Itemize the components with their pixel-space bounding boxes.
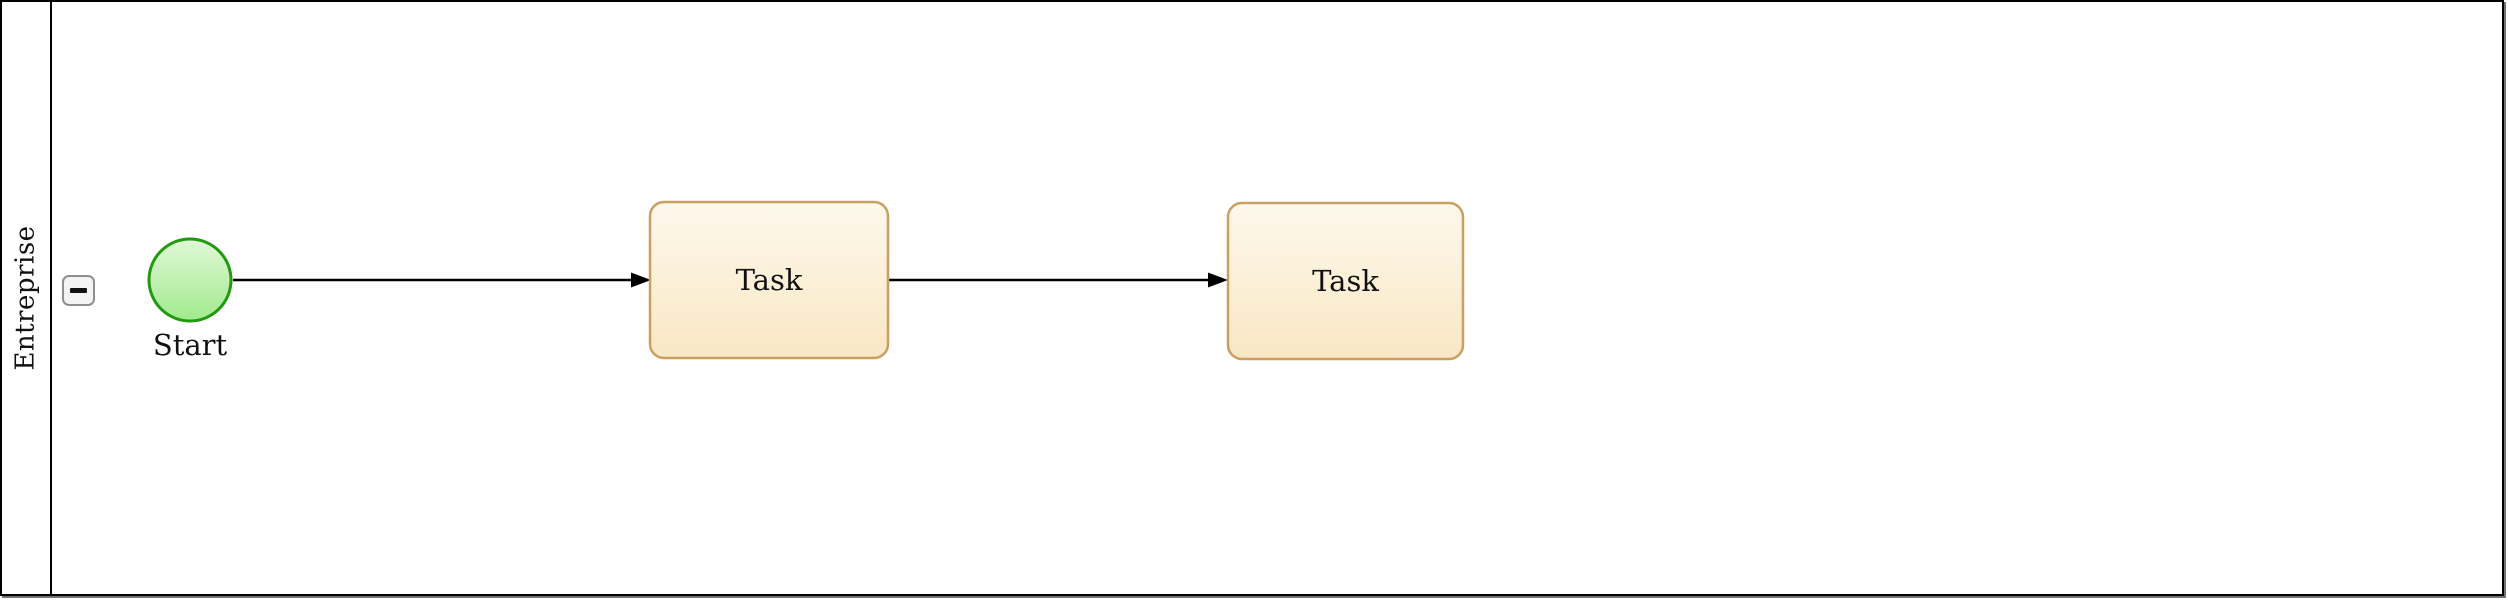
task-1-label: Task (736, 263, 803, 297)
task-node-1[interactable]: Task (648, 200, 890, 360)
sequence-flow-1[interactable] (233, 272, 651, 288)
start-event-node[interactable]: Start (147, 237, 233, 362)
start-event-circle[interactable] (147, 237, 233, 323)
start-event-label: Start (153, 328, 228, 362)
pool-collapse-button[interactable]: − (62, 275, 95, 306)
task-2-label: Task (1312, 264, 1379, 298)
sequence-flow-2[interactable] (888, 272, 1228, 288)
task-2-shape[interactable] (1226, 201, 1465, 361)
task-node-2[interactable]: Task (1226, 201, 1465, 361)
task-1-shape[interactable] (648, 200, 890, 360)
pool-label-strip: Entreprise (2, 2, 52, 594)
arrowhead-icon (1208, 272, 1228, 288)
minus-icon (70, 288, 87, 293)
arrowhead-icon (631, 272, 651, 288)
